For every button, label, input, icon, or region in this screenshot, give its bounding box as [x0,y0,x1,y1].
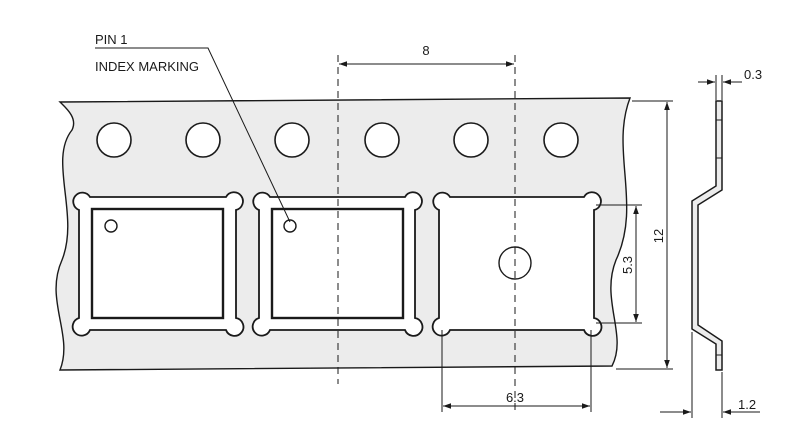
tape-width-dimension [616,100,673,370]
pin1-dot [104,219,118,233]
pitch-dimension [337,55,516,410]
sprocket-hole [96,122,132,158]
cavity-height-value: 5.3 [620,256,635,274]
pin1-leader-line [95,47,291,223]
sprocket-holes [96,122,579,158]
sprocket-hole [185,122,221,158]
pin1-dot [283,219,297,233]
cavity-height-dimension [596,204,642,324]
sprocket-hole [543,122,579,158]
pin1-label: PIN 1 [95,32,128,47]
depth-value: 1.2 [738,397,756,412]
cavity-width-dimension [441,330,592,412]
sprocket-hole [364,122,400,158]
cavity-width-value: 6.3 [506,390,524,405]
pocket-3 [431,191,603,337]
pitch-value: 8 [422,43,429,58]
thickness-value: 0.3 [744,67,762,82]
sprocket-hole [274,122,310,158]
tape-side-section [691,100,723,371]
tape-width-value: 12 [651,229,666,243]
sprocket-hole [453,122,489,158]
section-profile [691,100,723,371]
depth-dimension [660,332,760,418]
index-marking-label: INDEX MARKING [95,59,199,74]
thickness-dimension [698,75,742,100]
pocket-1 [71,191,245,337]
